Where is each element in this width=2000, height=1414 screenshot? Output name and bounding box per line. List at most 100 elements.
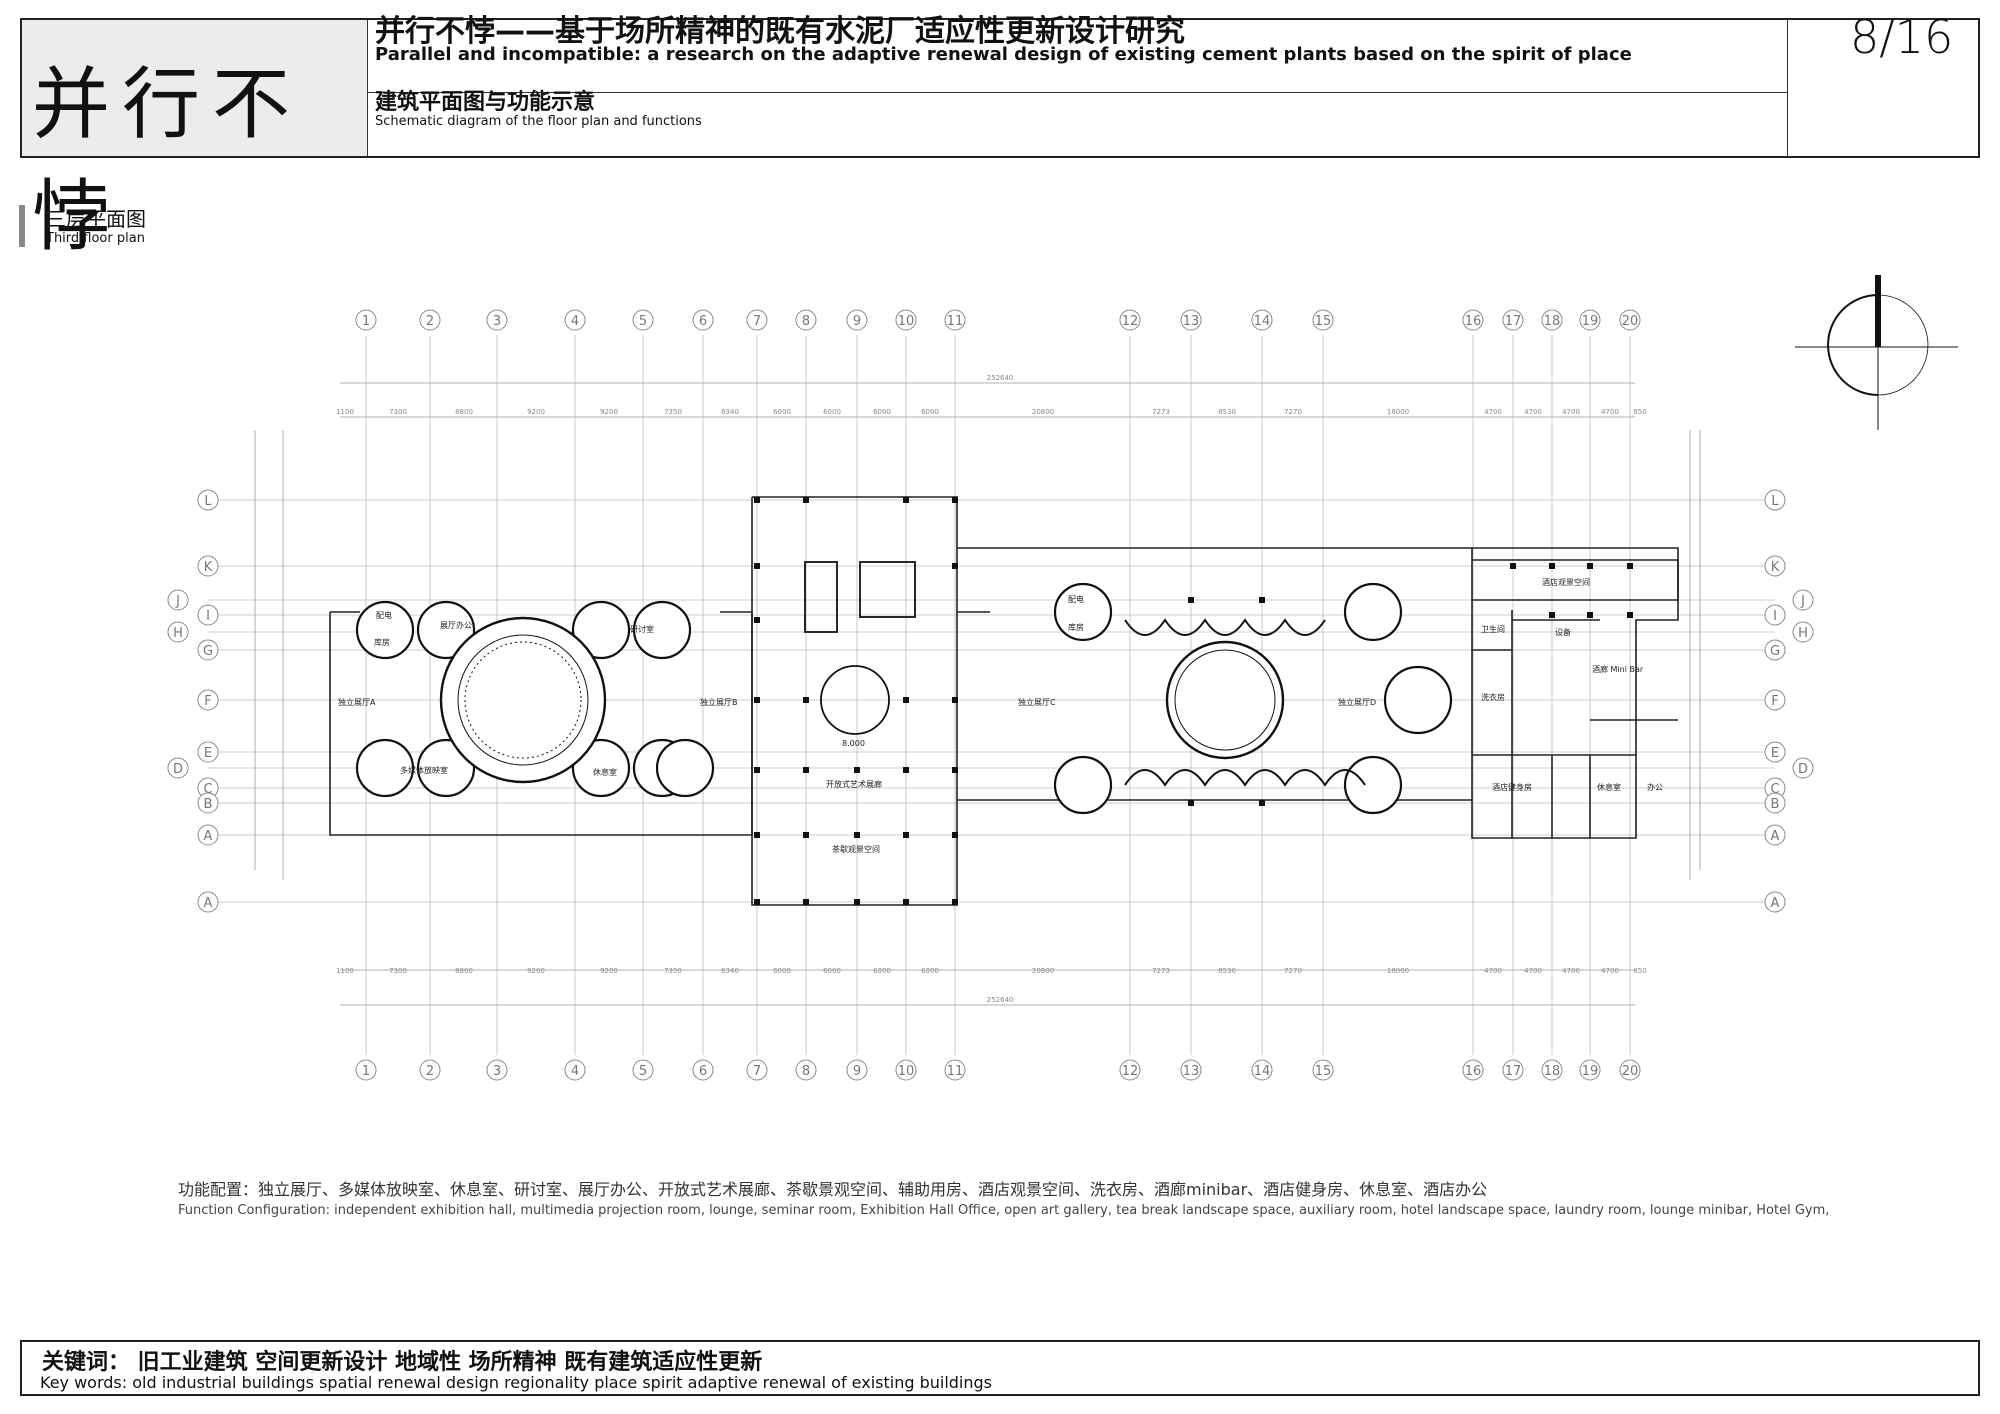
dimension-label: 1100 [336, 408, 354, 416]
axis-row-label: D [173, 762, 183, 777]
column-mark [1587, 612, 1593, 618]
column-mark [803, 767, 809, 773]
axis-col-label: 18 [1544, 1064, 1561, 1079]
axis-col-bubble [632, 1059, 654, 1081]
axis-col-label: 10 [898, 314, 915, 329]
axis-col-bubble [895, 309, 917, 331]
axis-row-label: B [204, 797, 213, 812]
axis-row-bubble [197, 824, 219, 846]
page-number: 8/16 [1850, 10, 1954, 64]
floor-plan: 1122334455667788991010111112121313141415… [167, 275, 1958, 1081]
axis-row-bubble [197, 891, 219, 913]
axis-col-bubble [1462, 309, 1484, 331]
dimension-label: 7300 [389, 408, 407, 416]
header-frame: 并行不悖 [20, 18, 1980, 262]
function-config-en: Function Configuration: independent exhi… [178, 1203, 1830, 1218]
axis-row-label: J [1800, 594, 1805, 609]
column-mark [754, 832, 760, 838]
column-mark [952, 697, 958, 703]
dimension-label: 6000 [921, 408, 939, 416]
dimension-label: 7350 [664, 408, 682, 416]
axis-col-label: 6 [699, 1064, 707, 1079]
dimension-label: 9200 [527, 408, 545, 416]
dimension-label: 18000 [1387, 967, 1409, 975]
plan-title-cn: 三层平面图 [46, 207, 146, 231]
axis-row-label: L [204, 494, 212, 509]
keywords-frame [20, 1340, 1980, 1396]
axis-col-label: 14 [1254, 1064, 1271, 1079]
axis-col-bubble [564, 309, 586, 331]
axis-col-label: 19 [1582, 1064, 1599, 1079]
dimension-label: 4700 [1524, 408, 1542, 416]
axis-col-bubble [1119, 309, 1141, 331]
column-mark [1587, 563, 1593, 569]
axis-col-label: 7 [753, 1064, 761, 1079]
column-mark [754, 767, 760, 773]
column-mark [952, 899, 958, 905]
axis-row-label: F [204, 694, 211, 709]
axis-row-bubble [1764, 489, 1786, 511]
dimension-label: 7350 [664, 967, 682, 975]
label-store-2: 库房 [1068, 622, 1084, 632]
dimension-label: 8800 [455, 408, 473, 416]
axis-row-bubble [167, 757, 189, 779]
axis-col-label: 15 [1315, 1064, 1332, 1079]
axis-row-bubble [1764, 604, 1786, 626]
dimension-label: 20800 [1032, 408, 1054, 416]
axis-col-bubble [895, 1059, 917, 1081]
dimension-label: 1100 [336, 967, 354, 975]
label-lounge-2: 休息室 [1597, 782, 1621, 792]
axis-col-bubble [419, 1059, 441, 1081]
dimension-label: 6000 [921, 967, 939, 975]
axis-row-label: E [204, 746, 212, 761]
dimension-label: 20800 [1032, 967, 1054, 975]
axis-row-bubble [1764, 741, 1786, 763]
axis-col-label: 5 [639, 1064, 647, 1079]
axis-row-label: J [175, 594, 180, 609]
axis-col-bubble [1312, 309, 1334, 331]
dimension-label: 8530 [1218, 408, 1236, 416]
column-mark [903, 697, 909, 703]
section-marker [19, 205, 25, 247]
dimension-lines [254, 382, 1701, 1006]
column-axis-markers: 1122334455667788991010111112121313141415… [355, 309, 1641, 1081]
dimension-label: 4700 [1524, 967, 1542, 975]
axis-col-label: 13 [1183, 1064, 1200, 1079]
axis-col-label: 2 [426, 314, 434, 329]
axis-col-bubble [419, 309, 441, 331]
dimension-label: 9200 [600, 408, 618, 416]
label-laundry: 洗衣房 [1481, 692, 1505, 702]
axis-col-label: 3 [493, 314, 501, 329]
right-arcade [1124, 618, 1366, 787]
axis-col-label: 13 [1183, 314, 1200, 329]
axis-row-label: G [203, 644, 213, 659]
column-mark [754, 617, 760, 623]
axis-row-label: I [1773, 609, 1777, 624]
axis-row-bubble [197, 604, 219, 626]
dimension-label: 6000 [873, 408, 891, 416]
axis-col-label: 17 [1505, 314, 1522, 329]
right-pod-cluster [1053, 582, 1453, 815]
axis-col-bubble [564, 1059, 586, 1081]
label-wc: 卫生间 [1481, 624, 1505, 634]
column-mark [903, 832, 909, 838]
dimension-label: 7270 [1284, 967, 1302, 975]
column-mark [854, 832, 860, 838]
axis-col-label: 3 [493, 1064, 501, 1079]
axis-col-bubble [1579, 1059, 1601, 1081]
column-mark [1188, 597, 1194, 603]
axis-col-label: 14 [1254, 314, 1271, 329]
dimension-label: 6340 [721, 967, 739, 975]
axis-col-bubble [1502, 1059, 1524, 1081]
column-mark [1549, 563, 1555, 569]
dimension-label: 6000 [773, 408, 791, 416]
axis-col-label: 9 [853, 1064, 861, 1079]
structural-columns [754, 497, 1633, 905]
column-mark [1627, 563, 1633, 569]
axis-col-bubble [632, 309, 654, 331]
axis-row-label: B [1771, 797, 1780, 812]
center-atrium [804, 561, 916, 735]
column-mark [903, 497, 909, 503]
axis-row-bubble [1764, 689, 1786, 711]
